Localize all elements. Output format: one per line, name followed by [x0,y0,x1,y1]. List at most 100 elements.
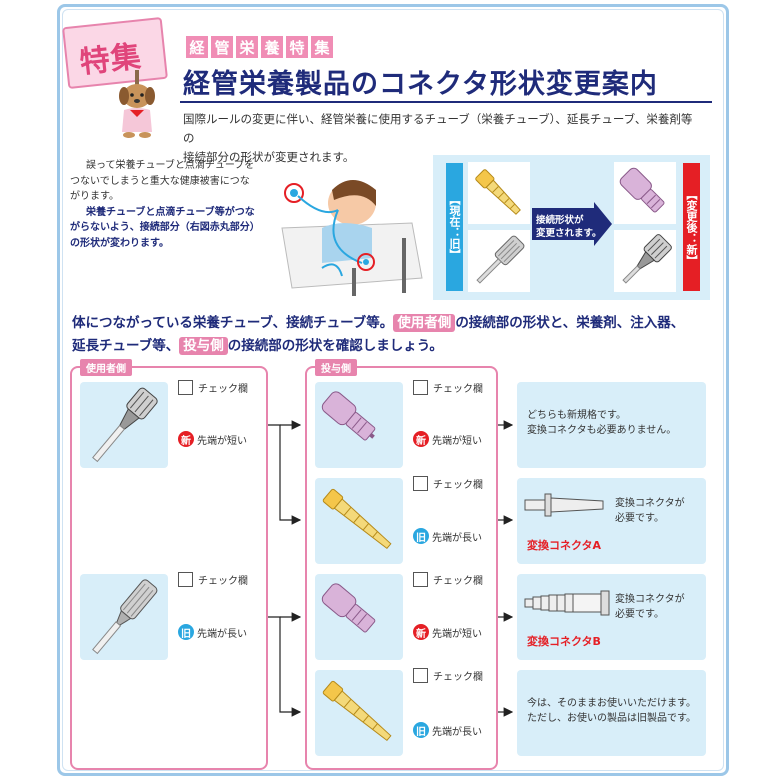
user-side-group [70,366,268,770]
new-dose-connector-icon [619,167,665,213]
user-connector-old-icon [476,235,525,284]
category-char: 管 [211,36,233,58]
instruction-text: 体につながっている栄養チューブ、接続チューブ等。使用者側の接続部の形状と、栄養剤… [72,312,712,358]
instruction-part: の接続部の形状を確認しましょう。 [227,338,443,354]
warning-emphasis-line: の形状が変わります。 [70,237,169,249]
checkbox[interactable]: チェック欄 [413,572,483,587]
tip-label: 新 先端が短い [413,431,482,447]
current-connector-old-image [468,162,530,224]
checkbox-box[interactable] [178,380,193,395]
old-mark: 旧 [413,528,429,544]
tip-text: 先端が長い [432,726,482,738]
checkbox[interactable]: チェック欄 [178,380,248,395]
category-char: 養 [261,36,283,58]
instruction-part: 延長チューブ等、 [72,338,180,354]
tip-label: 旧 先端が長い [413,528,482,544]
converter-name: 変換コネクタA [527,539,602,552]
tip-label: 旧 先端が長い [178,624,247,640]
warning-emphasis-line: 栄養チューブと点滴チューブ等がつな [86,206,255,218]
current-label: 【現在：旧】 [446,163,463,291]
result-card: 変換コネクタが 必要です。 変換コネクタB [517,574,706,660]
after-change-label: 【変更後：新】 [683,163,700,291]
checkbox[interactable]: チェック欄 [413,476,483,491]
category-char: 特 [286,36,308,58]
tip-label: 新 先端が短い [413,624,482,640]
user-connector-old-card [80,574,168,660]
new-connector-user-image [614,230,676,292]
user-connector-new-card [80,382,168,468]
checkbox-label: チェック欄 [433,672,483,683]
category-char: 集 [311,36,333,58]
dose-connector-new-icon [321,583,376,633]
change-arrow-line: 接続形状が [536,215,584,226]
result-card: 変換コネクタが 必要です。 変換コネクタA [517,478,706,564]
dose-side-group [305,366,498,770]
old-connector-icon [475,169,521,215]
new-user-connector-icon [622,234,672,284]
result-line: 変換コネクタが [615,498,685,509]
result-card: どちらも新規格です。 変換コネクタも必要ありません。 [517,382,706,468]
patient-in-bed-illustration [281,180,423,296]
category-char: 経 [186,36,208,58]
intro-line: 国際ルールの変更に伴い、経管栄養に使用するチューブ（栄養チューブ）、延長チューブ… [183,112,693,145]
dose-connector-old-icon [322,680,392,742]
new-mark: 新 [413,431,429,447]
checkbox[interactable]: チェック欄 [178,572,248,587]
checkbox-box[interactable] [413,380,428,395]
old-mark: 旧 [178,624,194,640]
result-line: 変換コネクタが [615,594,685,605]
warning-line: 誤って栄養チューブと点滴チューブを [86,160,255,171]
checkbox-box[interactable] [413,668,428,683]
dose-side-tag: 投与側 [179,337,228,355]
dose-connector-new-icon [321,391,376,441]
checkbox[interactable]: チェック欄 [413,380,483,395]
tip-label: 旧 先端が長い [413,722,482,738]
new-mark: 新 [178,431,194,447]
title-divider [180,101,712,103]
category-char: 栄 [236,36,258,58]
result-card: 今は、そのままお使いいただけます。 ただし、お使いの製品は旧製品です。 [517,670,706,756]
intro-line: 接続部分の形状が変更されます。 [183,150,355,164]
warning-line: がります。 [70,191,119,202]
checkbox-label: チェック欄 [198,384,248,395]
change-arrow-icon [532,202,612,246]
warning-line: つないでしまうと重大な健康被害につな [70,175,250,187]
checkbox-label: チェック欄 [433,384,483,395]
checkbox-box[interactable] [413,572,428,587]
dose-connector-card [315,382,403,468]
instruction-part: 体につながっている栄養チューブ、接続チューブ等。 [72,315,394,331]
user-side-tag: 使用者側 [393,314,456,332]
dose-connector-card [315,478,403,564]
change-arrow-line: 変更されます。 [536,228,602,239]
tip-text: 先端が長い [432,532,482,544]
user-side-group-tag: 使用者側 [80,359,132,376]
tip-text: 先端が短い [432,435,482,447]
warning-emphasis-line: がらないよう、接続部分（右図赤丸部分） [70,222,260,233]
converter-a-icon [524,493,604,517]
tip-label: 新 先端が短い [178,431,247,447]
change-arrow-label: 接続形状が 変更されます。 [536,214,602,240]
new-connector-dose-image [614,162,676,224]
converter-name: 変換コネクタB [527,635,601,648]
user-connector-new-icon [92,387,158,463]
checkbox[interactable]: チェック欄 [413,668,483,683]
checkbox-label: チェック欄 [433,576,483,587]
page-title: 経管栄養製品のコネクタ形状変更案内 [183,69,658,100]
checkbox-box[interactable] [178,572,193,587]
checkbox-label: チェック欄 [198,576,248,587]
checkbox-box[interactable] [413,476,428,491]
dose-side-group-tag: 投与側 [315,359,357,376]
dose-connector-card [315,670,403,756]
tip-text: 先端が短い [432,628,482,640]
tip-text: 先端が短い [197,435,247,447]
checkbox-label: チェック欄 [433,480,483,491]
dog-mascot-icon [119,70,155,138]
result-line: 必要です。 [615,609,664,620]
category-badge: 経 管 栄 養 特 集 [186,36,333,58]
page-frame-inner [62,9,724,771]
user-connector-old-icon [92,579,158,655]
result-line: どちらも新規格です。 [527,410,626,421]
dose-connector-card [315,574,403,660]
result-line: 今は、そのままお使いいただけます。 [527,698,696,709]
